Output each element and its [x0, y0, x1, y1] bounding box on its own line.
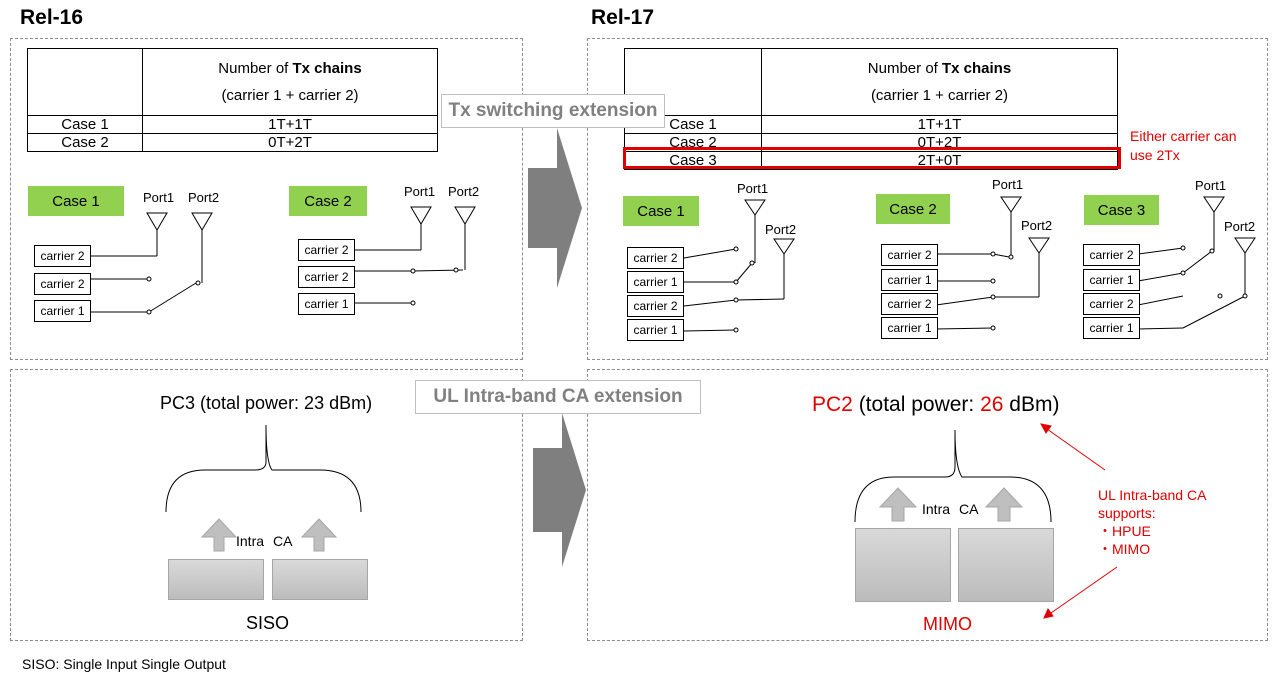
table-case: Case 2 [27, 133, 143, 152]
carrier-box: carrier 2 [1083, 244, 1140, 266]
carrier-block [272, 559, 368, 600]
rel17-tx-panel [587, 38, 1268, 360]
pc2-power-label: PC2 (total power: 26 dBm) [812, 393, 1060, 416]
intra-label: Intra [236, 533, 265, 549]
footnote: SISO: Single Input Single Output [22, 656, 226, 672]
antenna-icon [1234, 237, 1256, 254]
port1-label: Port1 [143, 190, 175, 205]
rel16-ca-panel [10, 369, 523, 641]
carrier-box: carrier 1 [34, 300, 91, 322]
carrier-box: carrier 2 [298, 266, 355, 288]
table-value: 1T+1T [142, 115, 438, 134]
carrier-box: carrier 2 [34, 245, 91, 267]
antenna-icon [410, 206, 432, 225]
case2-label: Case 2 [289, 186, 367, 216]
carrier-box: carrier 2 [881, 244, 938, 266]
ca-label: CA [959, 501, 979, 517]
rel16-title: Rel-16 [20, 6, 84, 29]
carrier-block [168, 559, 264, 600]
carrier-box: carrier 2 [881, 293, 938, 315]
rel17-title: Rel-17 [591, 6, 655, 29]
port2-label: Port2 [188, 190, 220, 205]
carrier-block [958, 528, 1054, 602]
antenna-icon [191, 212, 213, 231]
up-arrow-icon [300, 518, 338, 552]
transition-arrow-top [528, 128, 582, 288]
antenna-icon [1000, 196, 1022, 213]
port1-label: Port1 [1195, 178, 1227, 193]
port2-label: Port2 [448, 184, 480, 199]
carrier-box: carrier 2 [34, 273, 91, 295]
carrier-box: carrier 1 [881, 317, 938, 339]
rel17-ca-panel [587, 369, 1268, 641]
antenna-icon [454, 206, 476, 225]
case2-label: Case 2 [876, 194, 950, 224]
case3-label: Case 3 [1084, 195, 1159, 225]
siso-label: SISO [246, 613, 290, 633]
rel16-tx-table: Number of Tx chains (carrier 1 + carrier… [27, 48, 438, 152]
up-arrow-icon [878, 487, 918, 522]
ul-intra-ca-extension-label: UL Intra-band CA extension [415, 380, 701, 414]
carrier-box: carrier 1 [1083, 317, 1140, 339]
tx-switching-extension-label: Tx switching extension [441, 94, 665, 128]
support-item-mimo: ・MIMO [1098, 541, 1151, 557]
carrier-box: carrier 2 [1083, 293, 1140, 315]
carrier-box: carrier 2 [627, 295, 684, 317]
up-arrow-icon [984, 487, 1024, 522]
transition-arrow-bottom [533, 413, 586, 567]
up-arrow-icon [200, 518, 238, 552]
ca-label: CA [273, 533, 293, 549]
antenna-icon [744, 199, 766, 216]
port1-label: Port1 [404, 184, 436, 199]
either-carrier-note: Either carrier can use 2Tx [1130, 128, 1237, 163]
port2-label: Port2 [1021, 218, 1053, 233]
pc3-power-label: PC3 (total power: 23 dBm) [160, 393, 373, 413]
intra-label: Intra [922, 501, 951, 517]
support-item-hpue: ・HPUE [1098, 523, 1151, 539]
red-arrow-icon [1040, 423, 1052, 434]
port1-label: Port1 [737, 181, 769, 196]
case3-highlight [623, 147, 1121, 169]
bracket [854, 429, 1052, 523]
case1-label: Case 1 [623, 196, 699, 226]
support-title: UL Intra-band CA supports: [1098, 487, 1206, 521]
port2-label: Port2 [765, 222, 797, 237]
antenna-icon [773, 238, 795, 255]
red-arrow-icon [1043, 607, 1054, 619]
antenna-icon [1028, 237, 1050, 254]
carrier-block [855, 528, 951, 602]
carrier-box: carrier 1 [1083, 269, 1140, 291]
port2-label: Port2 [1224, 219, 1256, 234]
carrier-box: carrier 1 [627, 319, 684, 341]
bracket [165, 424, 362, 513]
ul-intra-support-note: UL Intra-band CA supports: ・HPUE ・MIMO [1098, 486, 1228, 558]
case1-label: Case 1 [28, 186, 124, 216]
antenna-icon [1203, 196, 1225, 213]
carrier-box: carrier 2 [298, 239, 355, 261]
rel16-tx-panel [10, 38, 523, 360]
table-value: 2T+0T [761, 151, 1118, 170]
antenna-icon [146, 212, 168, 231]
carrier-box: carrier 1 [627, 271, 684, 293]
table-header: Number of Tx chains (carrier 1 + carrier… [761, 48, 1118, 116]
mimo-label: MIMO [923, 614, 972, 634]
table-value: 0T+2T [142, 133, 438, 152]
carrier-box: carrier 1 [298, 293, 355, 315]
carrier-box: carrier 2 [627, 247, 684, 269]
carrier-box: carrier 1 [881, 269, 938, 291]
port1-label: Port1 [992, 177, 1024, 192]
